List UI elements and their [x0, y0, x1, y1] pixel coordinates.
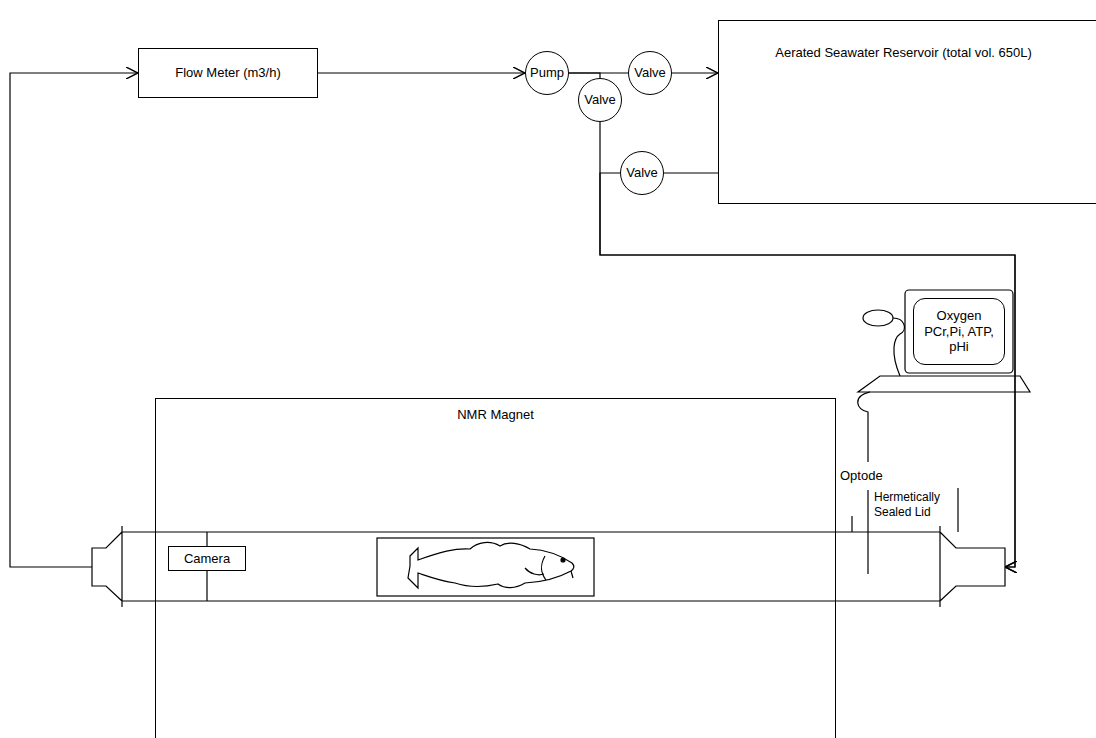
- component-circle: Valve: [628, 51, 672, 95]
- component-box: Flow Meter (m3/h): [138, 48, 318, 98]
- fish-fin: [525, 568, 544, 575]
- node-label: Flow Meter (m3/h): [175, 65, 280, 81]
- lid-wall: [851, 516, 852, 532]
- node-label: Valve: [626, 165, 658, 181]
- part-label: Optode: [840, 468, 883, 484]
- fish-outline: [408, 542, 574, 588]
- tube-wall: [122, 531, 940, 532]
- keyboard: [858, 376, 1030, 392]
- pipe-connector: [600, 173, 1015, 567]
- node-label: Pump: [530, 65, 564, 81]
- pipe-connector: [318, 72, 525, 73]
- component-circle: Valve: [578, 78, 622, 122]
- pipe-connector: [10, 73, 138, 567]
- node-label: NMR Magnet: [164, 407, 827, 423]
- fish-gill: [541, 556, 546, 580]
- node-label: Oxygen PCr,Pi, ATP, pHi: [921, 308, 997, 355]
- node-label: Aerated Seawater Reservoir (total vol. 6…: [715, 45, 1092, 61]
- component-box: NMR MagnetCamera: [155, 398, 836, 738]
- monitor-screen: Oxygen PCr,Pi, ATP, pHi: [913, 298, 1005, 365]
- component-circle: Pump: [525, 51, 569, 95]
- pipe-connector: [600, 122, 1015, 567]
- pipe-connector: [569, 73, 600, 78]
- component-box: Camera: [168, 546, 246, 571]
- optode-cable: [858, 392, 870, 462]
- pipe-connector: [664, 172, 718, 173]
- camera-mount: [206, 532, 207, 546]
- tube-wall: [122, 600, 940, 601]
- part-label: Hermetically Sealed Lid: [874, 490, 954, 520]
- tube-end-fitting: [940, 526, 1005, 607]
- node-label: Valve: [634, 65, 666, 81]
- optode-probe: [867, 490, 868, 574]
- lid-wall: [957, 488, 958, 532]
- node-label: Camera: [184, 551, 230, 567]
- tube-end-fitting: [92, 526, 122, 607]
- fish-chamber: [377, 538, 594, 596]
- fish-eye: [561, 558, 565, 562]
- camera-mount: [206, 571, 207, 601]
- fish-barbel: [571, 571, 573, 578]
- mouse-cable: [893, 318, 904, 376]
- computer-mouse: [863, 310, 893, 326]
- component-circle: Valve: [620, 151, 664, 195]
- monitor-frame: [905, 290, 1013, 373]
- component-box: Aerated Seawater Reservoir (total vol. 6…: [718, 20, 1096, 204]
- pipe-connector: [672, 72, 718, 73]
- node-label: Valve: [584, 92, 616, 108]
